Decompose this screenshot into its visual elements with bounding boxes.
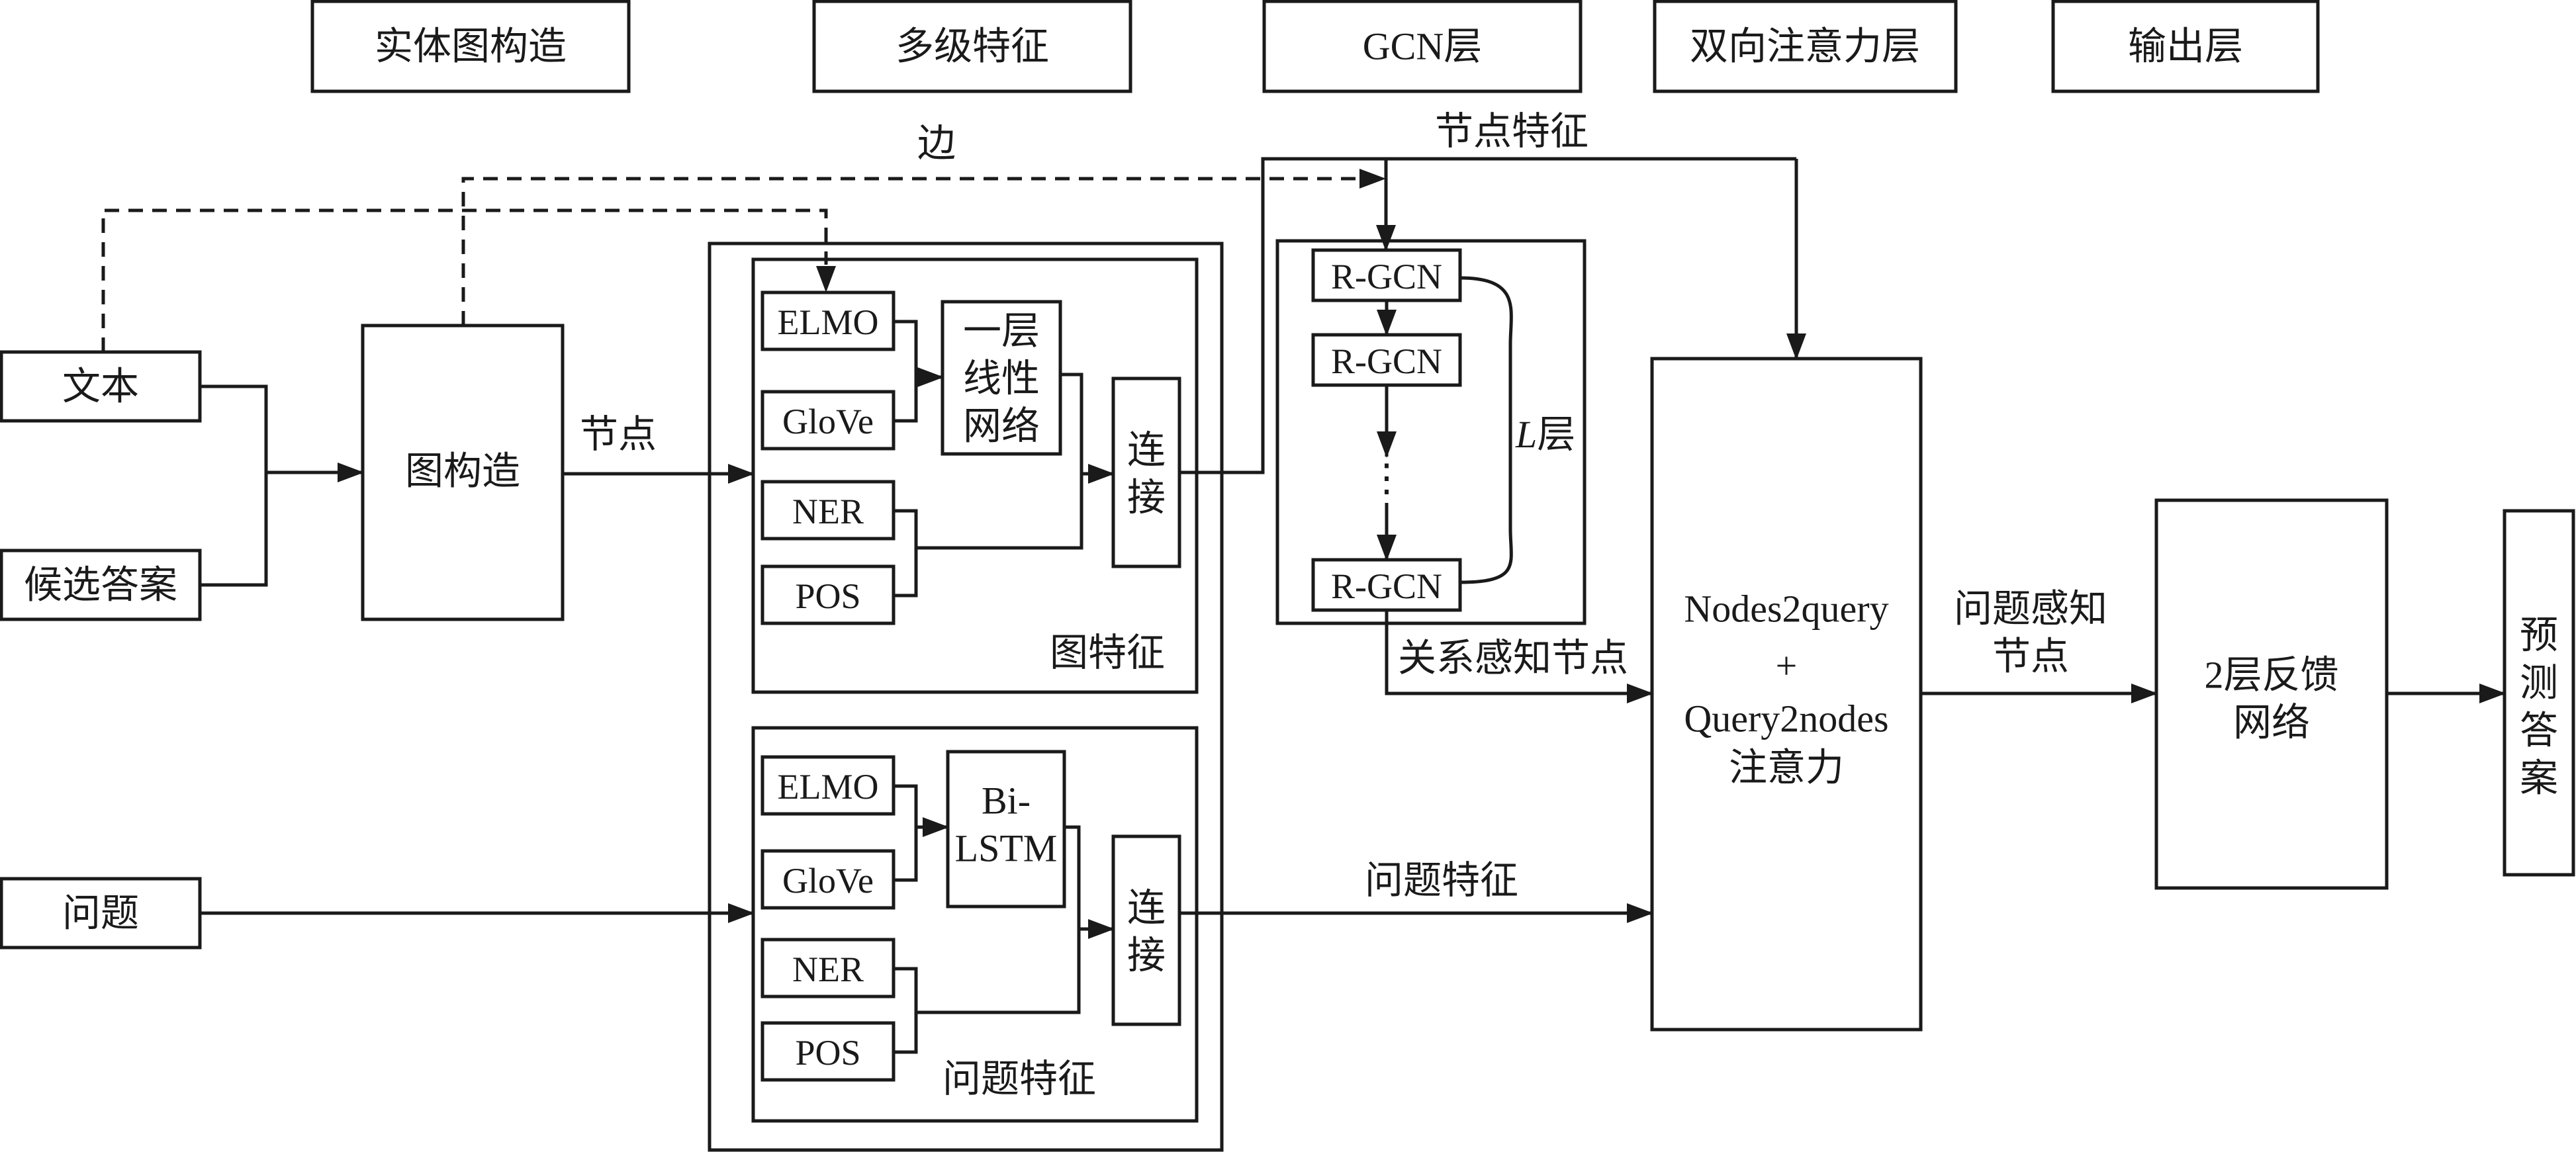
question-nerpos-to-concat [916,929,1081,1014]
graph-elmo-glove-join [894,320,918,423]
dashed-arrowhead-graph [816,266,836,292]
text-dashed-edge [101,208,828,352]
edge-label: 边 [917,122,956,165]
svg-text:答: 答 [2520,709,2558,752]
svg-text:连: 连 [1127,429,1166,472]
svg-text:R-GCN: R-GCN [1331,341,1442,381]
rgcn-ellipsis: ⋮ [1367,457,1406,500]
question-concat-box: 连 接 [1111,834,1181,1026]
input-text-box: 文本 [0,350,202,423]
rgcn-box-1: R-GCN [1311,248,1462,302]
question-feature-label: 问题特征 [1365,859,1518,902]
text-to-merge-line [200,384,268,587]
svg-text:案: 案 [2520,757,2558,800]
node-feature-label: 节点特征 [1435,110,1588,153]
graph-ner-pos-join [894,509,918,598]
svg-text:GloVe: GloVe [782,861,874,901]
svg-text:图特征: 图特征 [1050,631,1165,674]
graph-linear-to-concat [1060,373,1115,484]
input-question-box: 问题 [0,877,202,950]
svg-text:多级特征: 多级特征 [896,25,1049,68]
rgcn-box-2: R-GCN [1311,333,1462,387]
stage-header-output-layer: 输出层 [2051,0,2320,93]
svg-text:问题: 问题 [62,892,139,935]
question-aware-label-line1: 问题感知 [1954,588,2107,631]
svg-text:Nodes2query: Nodes2query [1684,588,1888,631]
stage-header-gcn-layer: GCN层 [1262,0,1583,93]
graph-pos-box: POS [760,564,896,625]
node-label: 节点 [580,413,657,456]
graph-dashed-edge [461,177,1363,326]
graph-concat-box: 连 接 [1111,377,1181,568]
question-aware-label-line2: 节点 [1992,635,2069,678]
relation-aware-arrow [1385,610,1653,703]
svg-text:LSTM: LSTM [955,827,1058,870]
attention-box: Nodes2query + Query2nodes 注意力 [1650,357,1923,1032]
svg-text:GloVe: GloVe [782,402,874,441]
svg-text:网络: 网络 [963,405,1040,448]
svg-text:R-GCN: R-GCN [1331,257,1442,296]
stage-header-entity-graph: 实体图构造 [310,0,631,93]
svg-text:实体图构造: 实体图构造 [375,25,567,68]
svg-text:2层反馈: 2层反馈 [2204,654,2338,697]
svg-text:候选答案: 候选答案 [24,564,177,607]
svg-text:线性: 线性 [963,357,1040,400]
svg-text:双向注意力层: 双向注意力层 [1690,25,1920,68]
layer-count-label: L层 [1515,413,1575,456]
svg-text:R-GCN: R-GCN [1331,566,1442,606]
stage-header-multilevel-features: 多级特征 [812,0,1132,93]
svg-text:Query2nodes: Query2nodes [1684,697,1888,740]
svg-text:文本: 文本 [62,365,139,408]
graph-construction-box: 图构造 [361,324,565,621]
question-elmo-glove-join [894,784,918,882]
svg-text:接: 接 [1127,476,1166,519]
graph-nerpos-to-concat [916,474,1083,550]
question-bilstm-to-concat [1064,825,1115,939]
input-candidates-box: 候选答案 [0,549,202,621]
svg-text:一层: 一层 [963,310,1040,353]
dashed-arrowhead-gcn [1359,169,1386,189]
svg-text:图构造: 图构造 [405,450,520,493]
graph-ner-box: NER [760,480,896,541]
svg-text:NER: NER [792,950,864,989]
rgcn-box-3: R-GCN [1311,558,1462,612]
node-feature-line [1179,157,1796,474]
svg-text:+: + [1776,644,1798,687]
svg-text:POS: POS [795,576,860,616]
svg-text:网络: 网络 [2233,701,2310,744]
predicted-answer-box: 预 测 答 案 [2503,509,2575,877]
relation-aware-label: 关系感知节点 [1398,637,1628,680]
svg-text:GCN层: GCN层 [1363,25,1482,68]
question-pos-box: POS [760,1021,896,1082]
svg-text:注意力: 注意力 [1729,746,1844,789]
svg-text:ELMO: ELMO [778,302,879,342]
svg-text:ELMO: ELMO [778,767,879,807]
svg-text:测: 测 [2520,662,2558,705]
svg-text:输出层: 输出层 [2128,25,2243,68]
svg-text:POS: POS [795,1033,860,1073]
layer-loop-bracket [1459,276,1513,584]
graph-elmo-box: ELMO [760,290,896,351]
svg-text:Bi-: Bi- [982,779,1031,822]
stage-header-bidirectional-attention: 双向注意力层 [1653,0,1958,93]
question-elmo-box: ELMO [760,755,896,816]
question-glove-box: GloVe [760,849,896,910]
question-ner-box: NER [760,938,896,998]
svg-text:连: 连 [1127,887,1166,930]
svg-text:接: 接 [1127,934,1166,977]
svg-text:预: 预 [2520,614,2558,657]
graph-linear-network-box: 一层 线性 网络 [941,300,1062,456]
question-bilstm-box: Bi- LSTM [946,750,1066,908]
svg-text:NER: NER [792,492,864,531]
graph-glove-box: GloVe [760,390,896,451]
feedback-network-box: 2层反馈 网络 [2154,498,2389,890]
svg-text:问题特征: 问题特征 [943,1057,1096,1100]
question-ner-pos-join [894,967,918,1054]
